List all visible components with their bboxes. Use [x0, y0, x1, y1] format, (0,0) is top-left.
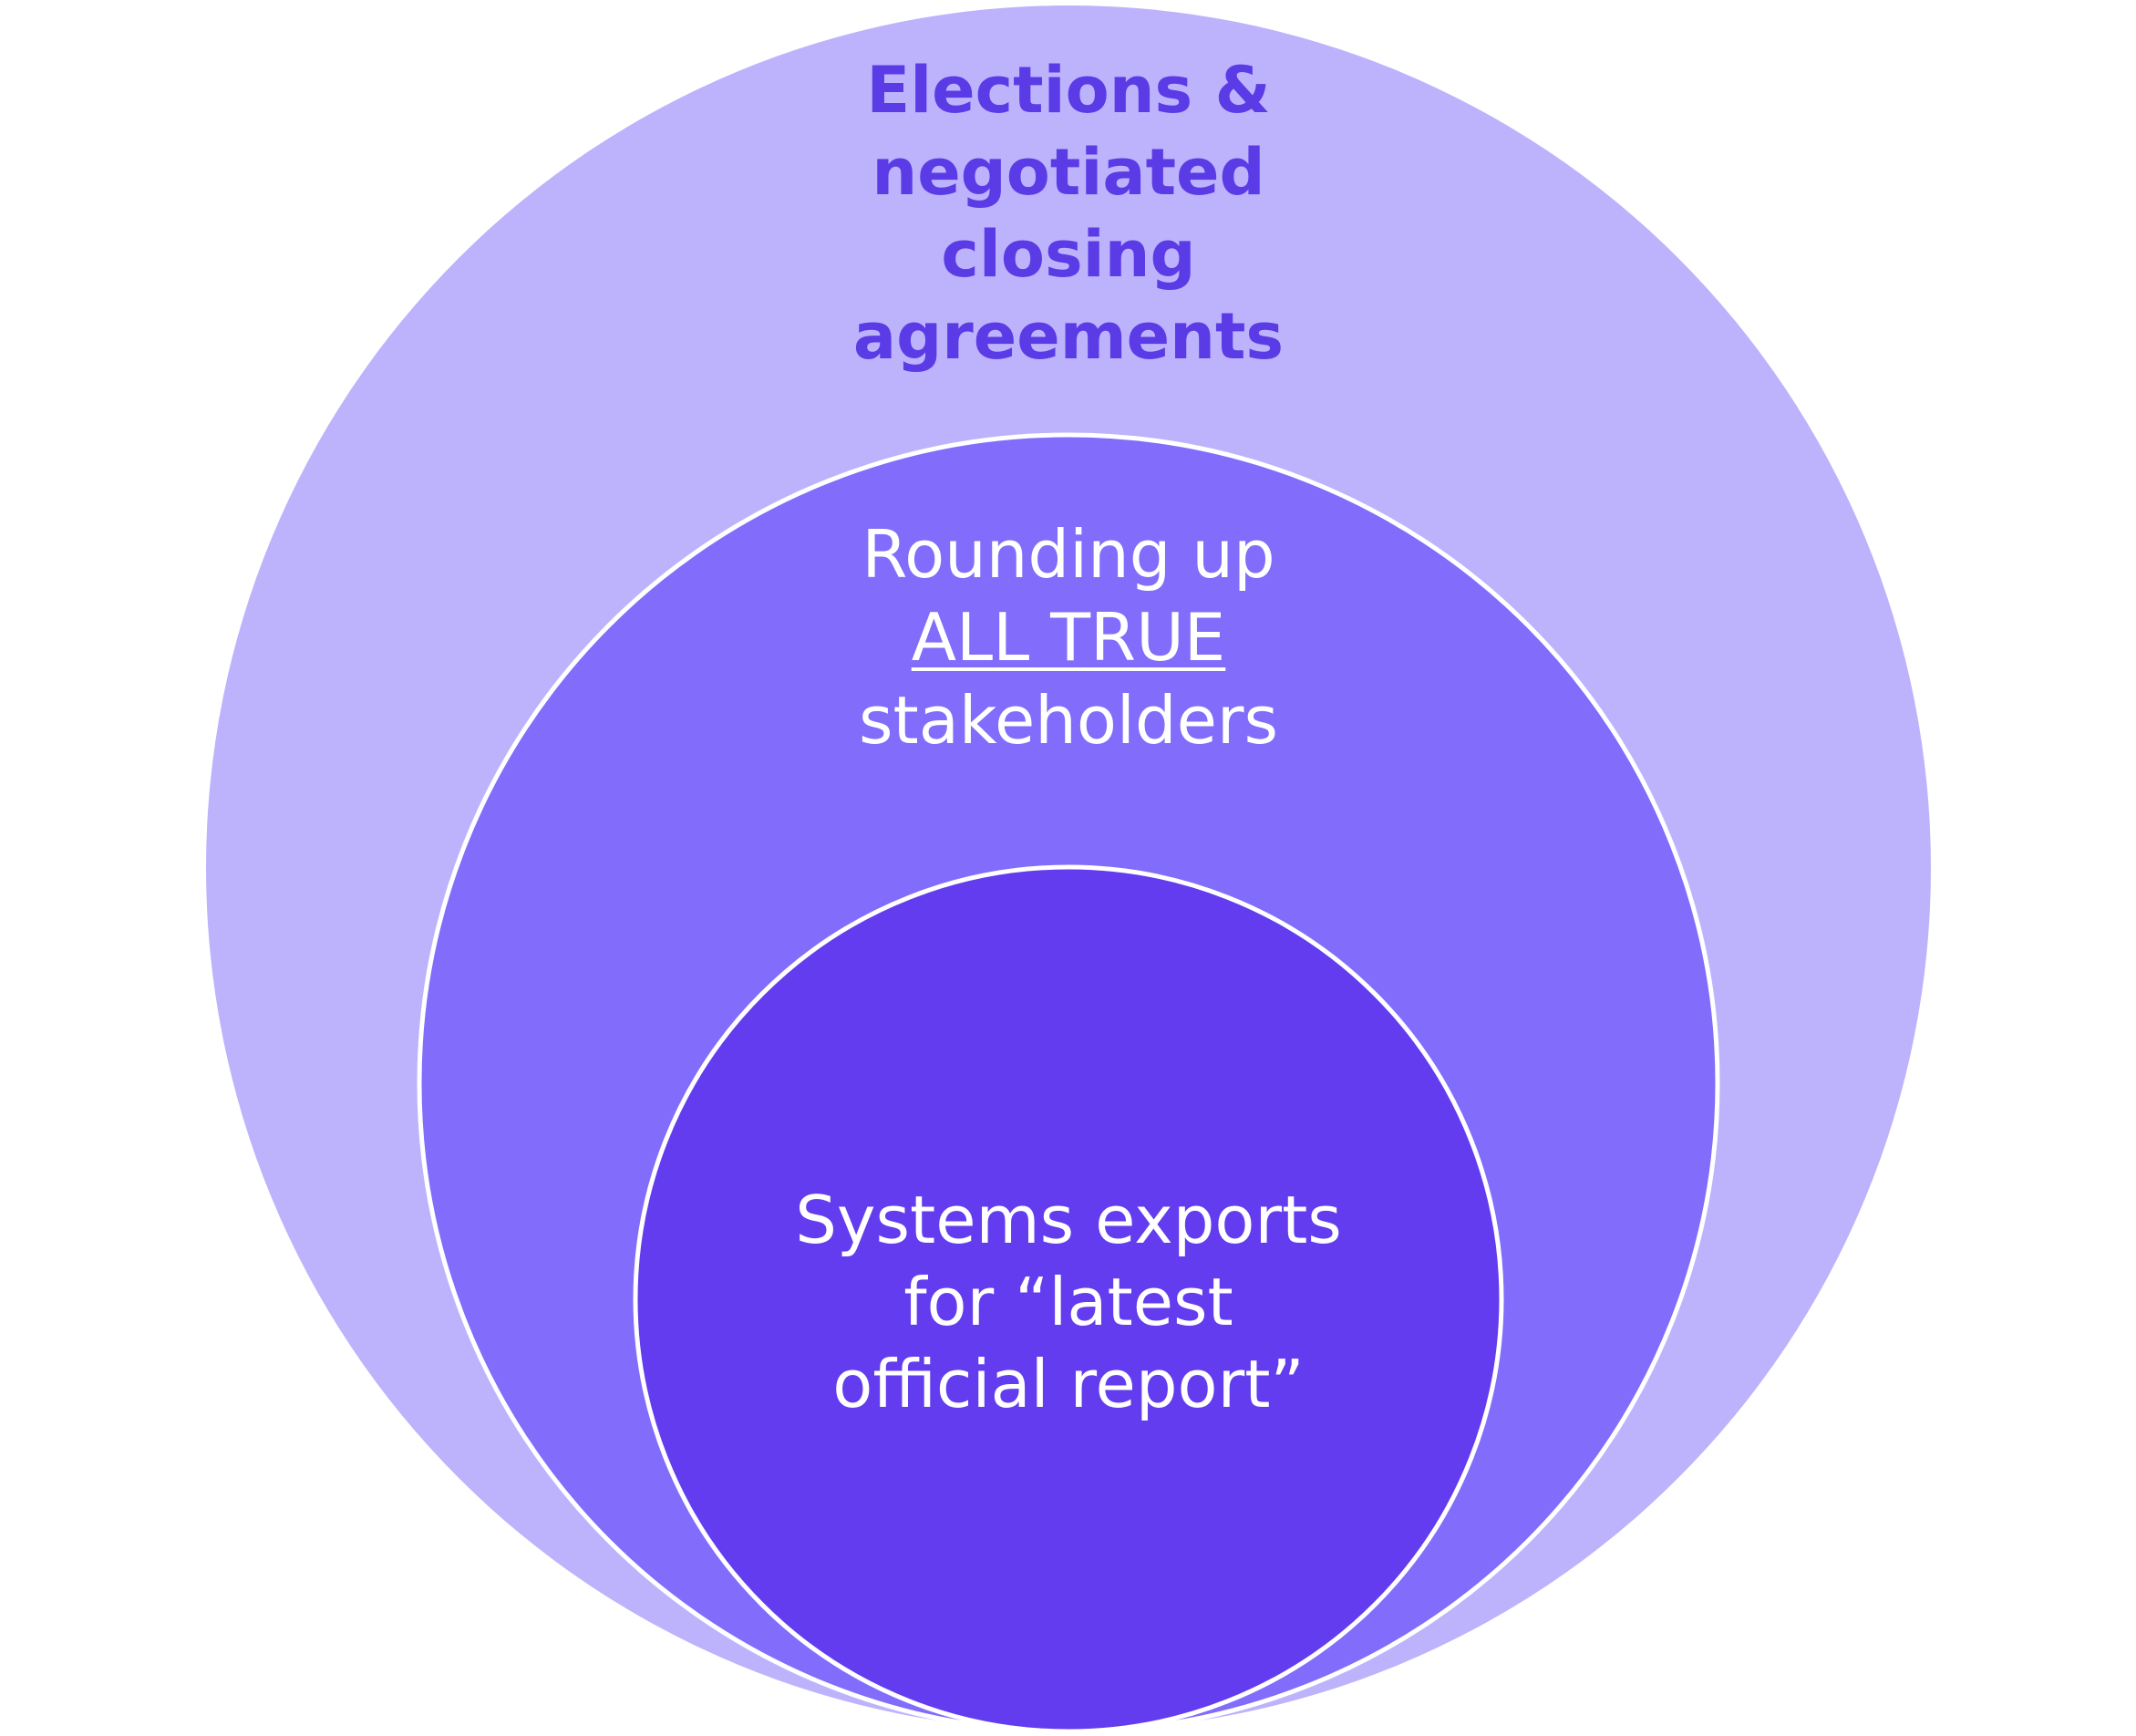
middle-circle-label: Rounding up ALL TRUE stakeholders — [745, 513, 1392, 762]
inner-label-line-2: for “latest — [903, 1264, 1233, 1340]
middle-label-line-2-wrapper: ALL TRUE — [745, 596, 1392, 679]
outer-label-line-1: Elections & — [866, 53, 1271, 128]
middle-label-underlined-text: ALL TRUE — [911, 599, 1226, 676]
middle-label-line-1: Rounding up — [862, 516, 1275, 593]
outer-label-line-3: closing — [941, 217, 1196, 292]
outer-label-line-2: negotiated — [872, 135, 1265, 210]
inner-label-line-3: official report” — [832, 1346, 1305, 1422]
outer-label-line-4: agreements — [852, 299, 1285, 374]
inner-label-line-1: Systems exports — [795, 1182, 1342, 1258]
inner-circle — [633, 864, 1504, 1734]
outer-circle-label: Elections & negotiated closing agreement… — [745, 49, 1392, 377]
middle-label-line-3: stakeholders — [858, 682, 1279, 759]
inner-circle-label: Systems exports for “latest official rep… — [745, 1179, 1392, 1425]
